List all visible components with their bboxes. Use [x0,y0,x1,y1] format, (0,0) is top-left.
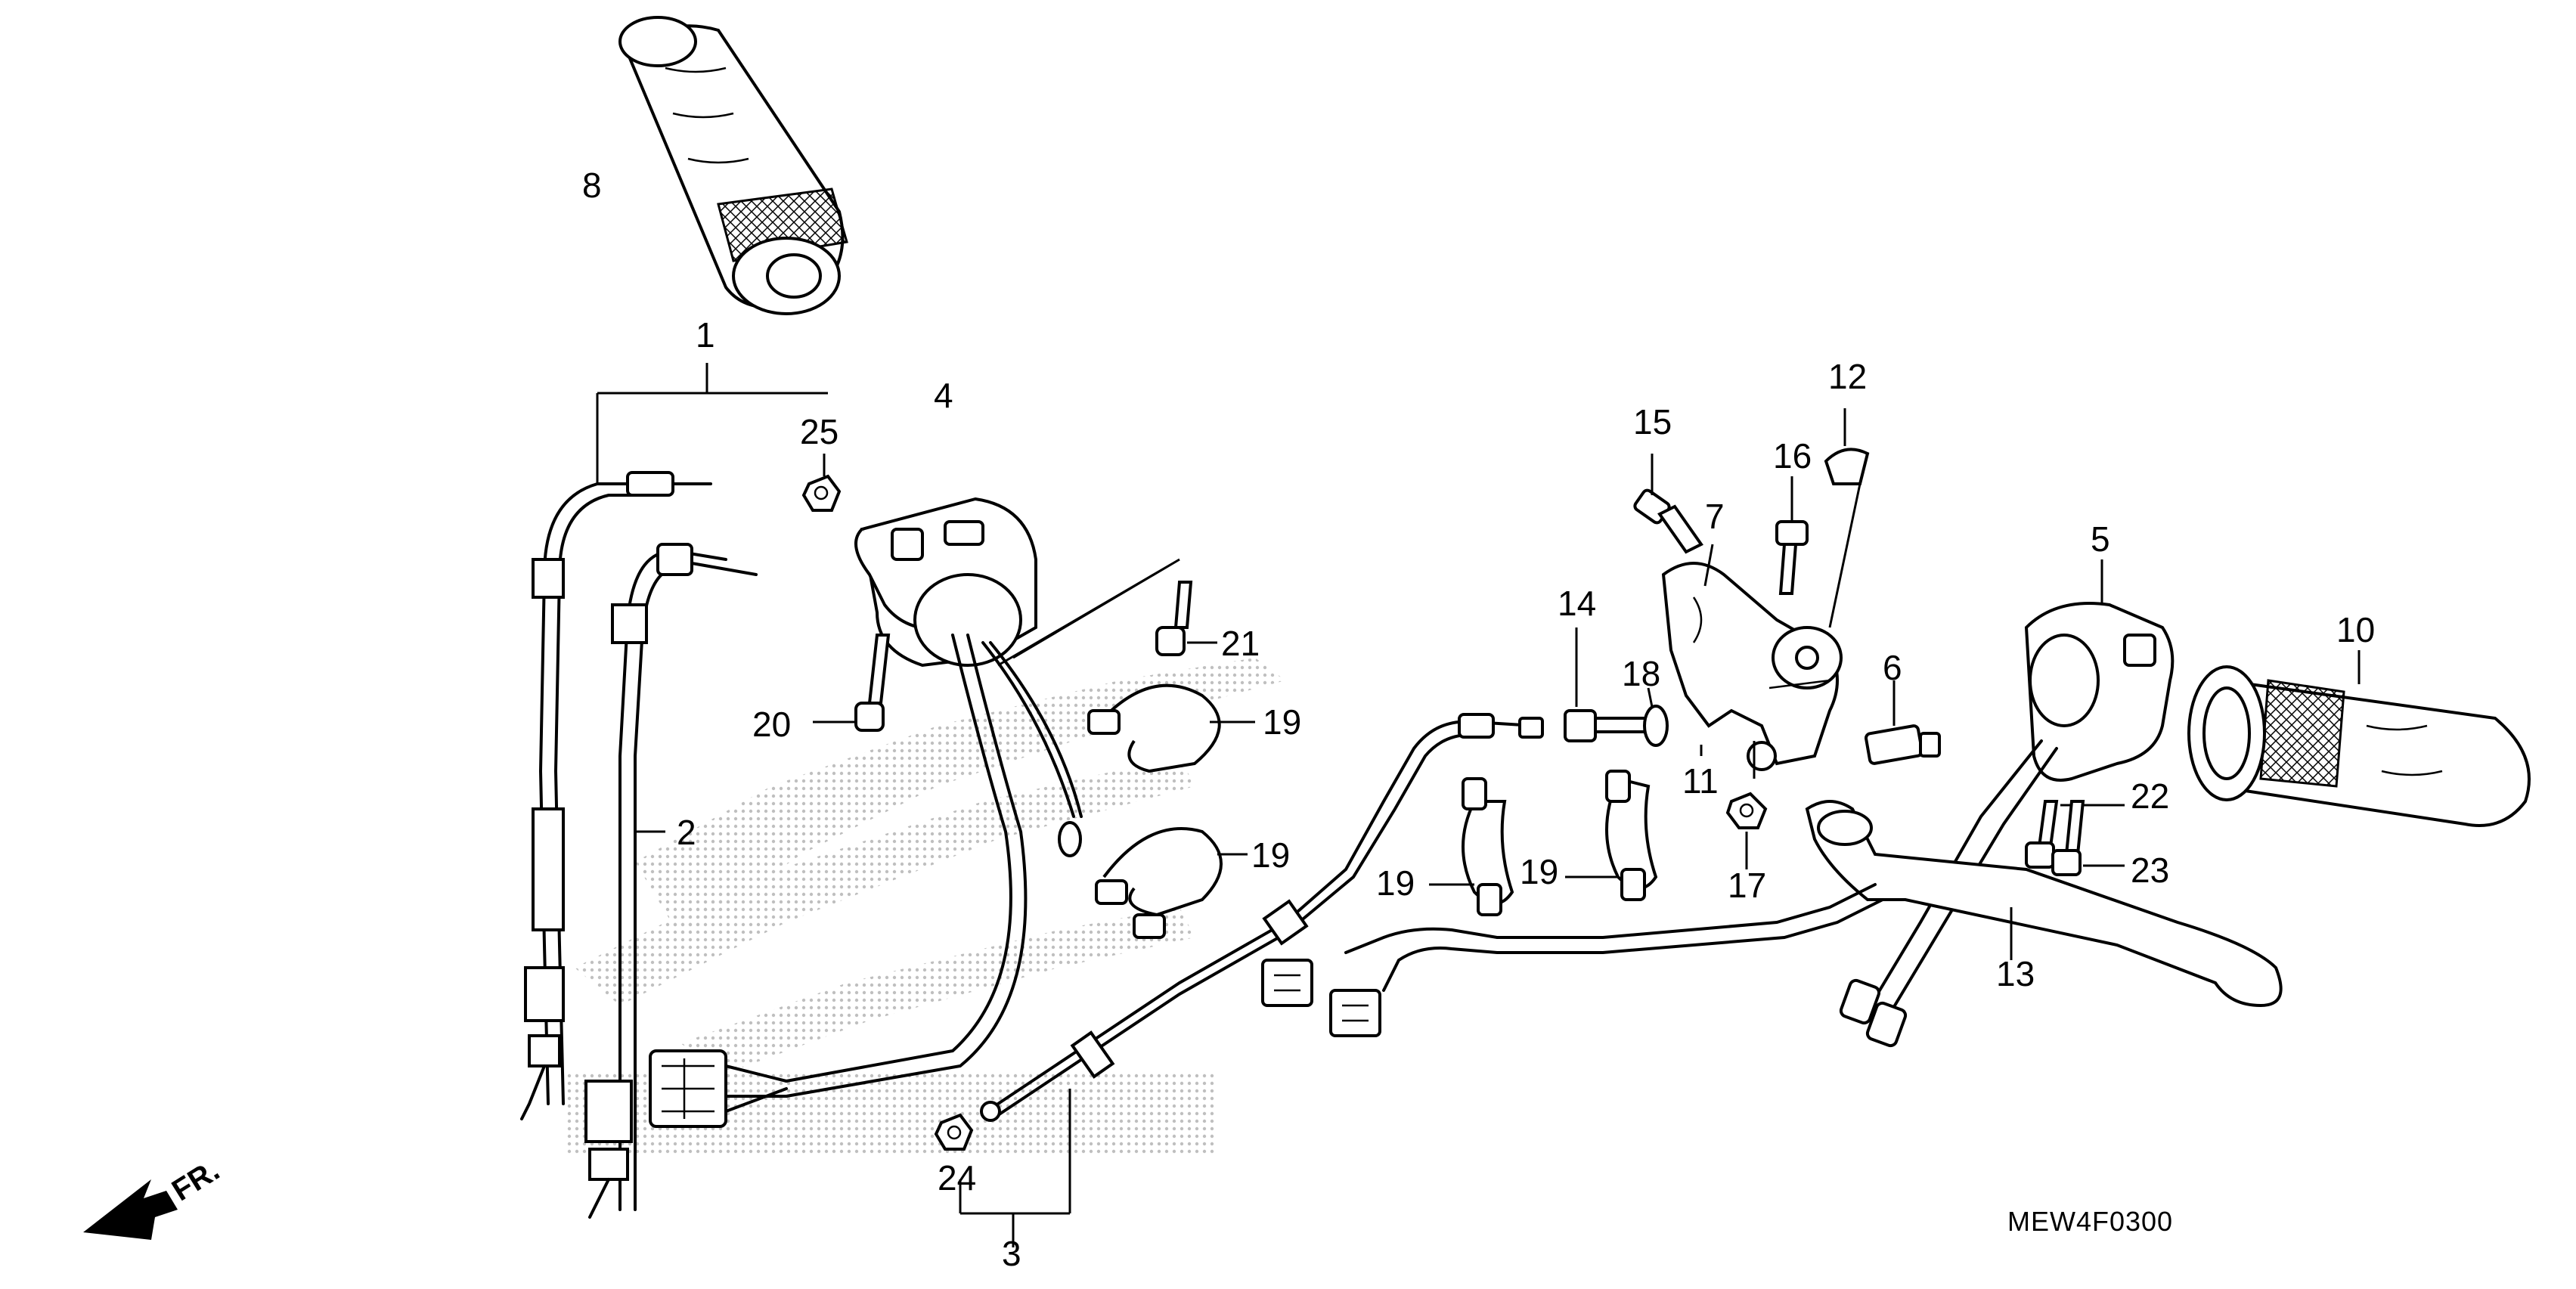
cable-3-drawing [959,713,1544,1247]
callout-4: 4 [934,376,953,415]
screw-23-drawing [2051,800,2125,876]
front-arrow-icon [83,1179,178,1240]
clamp-19-drawing-c [1429,777,1514,916]
washer-18-drawing [1643,687,1669,747]
clamp-19-drawing-d [1565,770,1658,901]
clamp-19-drawing-b [1095,827,1248,939]
clutch-switch-6-drawing [1865,680,1941,765]
callout-19-b: 19 [1251,835,1291,875]
throttle-grip-drawing [618,16,848,315]
callout-21: 21 [1221,624,1260,663]
callout-19-c: 19 [1376,863,1415,903]
bolt-16-drawing [1775,476,1809,595]
bracket-11-drawing [1661,483,1861,779]
callout-19-d: 19 [1520,852,1559,891]
callout-15: 15 [1633,402,1672,442]
callout-14: 14 [1558,584,1597,623]
screw-20-drawing [813,634,891,732]
brand-watermark [567,658,1285,1157]
callout-11: 11 [1682,761,1719,801]
callout-18: 18 [1622,654,1661,693]
callout-10: 10 [2336,610,2376,649]
callout-13: 13 [1996,954,2035,993]
diagram-code: MEW4F0300 [2007,1206,2174,1237]
screw-21-drawing [1155,581,1217,656]
callout-8: 8 [582,166,602,205]
callout-19-a: 19 [1263,702,1302,742]
lead-7 [1703,544,1714,587]
callout-20: 20 [752,705,792,744]
bolt-15-drawing [1633,454,1703,554]
nut-24-drawing [934,1113,974,1151]
bolt-14-drawing [1564,627,1650,742]
nut-17-drawing [1725,792,1768,869]
callout-22: 22 [2131,776,2170,816]
callout-5: 5 [2091,519,2110,559]
right-grip-10-drawing [2187,650,2531,827]
callout-6: 6 [1883,648,1902,687]
right-switch-5-drawing [1839,559,2175,1048]
left-switch-drawing [649,497,1180,1128]
nut-25-drawing [801,454,842,512]
callout-16: 16 [1773,436,1812,476]
clutch-lever-13-drawing [1261,800,2283,1037]
callout-1: 1 [696,315,715,355]
callout-24: 24 [938,1158,977,1198]
callout-17: 17 [1728,866,1767,905]
callout-3: 3 [1002,1234,1021,1273]
callout-12: 12 [1828,357,1868,396]
cap-12-drawing [1824,408,1870,485]
callout-23: 23 [2131,851,2170,890]
clamp-19-drawing-a [1087,683,1255,773]
throttle-cables-drawing [520,363,828,1219]
callout-7: 7 [1705,497,1725,536]
callout-2: 2 [677,813,696,852]
callout-25: 25 [800,412,839,451]
